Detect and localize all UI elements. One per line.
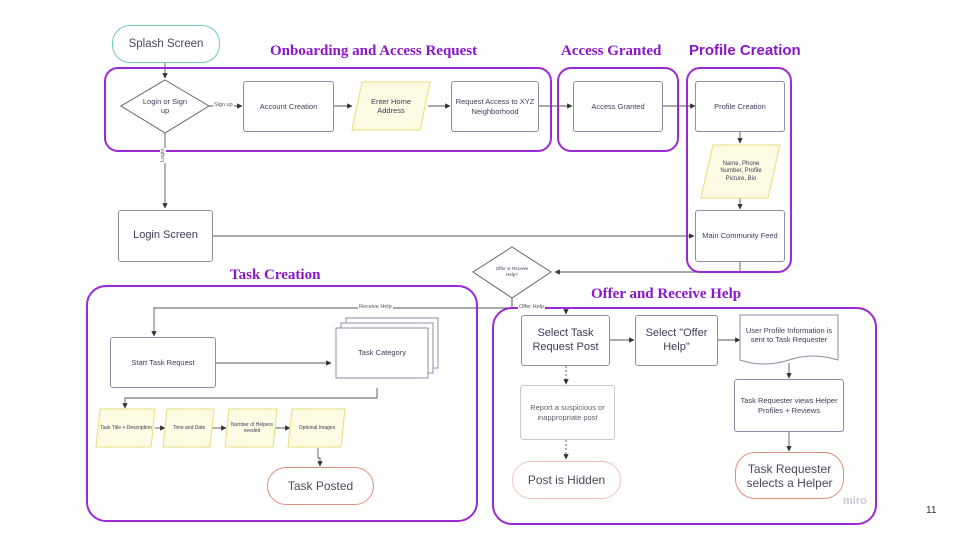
task-posted-node: Task Posted (267, 467, 374, 505)
edge-label-sign-up: Sign up (213, 102, 234, 108)
requester-views-node: Task Requester views Helper Profiles + R… (734, 379, 844, 432)
edge-label-login: Login (160, 147, 166, 163)
section-title-profile-creation: Profile Creation (689, 42, 801, 59)
report-post-node: Report a suspicious or inappropriate pos… (520, 385, 615, 440)
task-title-label: Task Title + Description (100, 424, 152, 431)
account-creation-node: Account Creation (243, 81, 334, 132)
profile-fields-shape (700, 144, 781, 199)
group-profile-creation (686, 67, 792, 273)
time-date-label: Time and Date (172, 424, 206, 431)
edge-label-receive-help: Receive Help (358, 304, 393, 310)
user-profile-info-shape (739, 314, 839, 365)
section-title-task-creation: Task Creation (230, 267, 321, 283)
page-number: 11 (926, 505, 937, 516)
edge-label-offer-help: Offer Help (518, 304, 545, 310)
optional-images-shape (287, 408, 346, 448)
select-offer-help-node: Select "Offer Help" (635, 315, 718, 366)
offer-receive-label: Offer or Receive Help? (495, 266, 529, 277)
post-hidden-node: Post is Hidden (512, 461, 621, 499)
group-offer-receive (492, 307, 877, 525)
task-title-shape (95, 408, 156, 448)
login-signup-diamond (120, 79, 210, 134)
splash-screen-node: Splash Screen (112, 25, 220, 63)
login-signup-label: Login or Sign up (142, 96, 188, 115)
request-access-node: Request Access to XYZ Neighborhood (451, 81, 539, 132)
time-date-shape (162, 408, 215, 448)
profile-creation-node: Profile Creation (695, 81, 785, 132)
access-granted-node: Access Granted (573, 81, 663, 132)
optional-images-label: Optional Images (298, 424, 336, 431)
miro-watermark: miro (843, 495, 867, 507)
group-onboarding (104, 67, 552, 152)
main-feed-node: Main Community Feed (695, 210, 785, 262)
task-category-label: Task Category (358, 348, 406, 358)
enter-address-label: Enter Home Address (370, 96, 412, 115)
requester-selects-node: Task Requester selects a Helper (735, 452, 844, 499)
start-task-request-node: Start Task Request (110, 337, 216, 388)
section-title-offer-receive: Offer and Receive Help (591, 286, 742, 302)
helpers-needed-label: Number of Helpers needed (231, 421, 273, 434)
enter-address-shape (351, 81, 431, 131)
group-access-granted (557, 67, 679, 152)
offer-receive-diamond (472, 246, 552, 299)
helpers-needed-shape (224, 408, 278, 448)
group-task-creation (86, 285, 478, 522)
section-title-access-granted: Access Granted (561, 43, 662, 59)
profile-fields-label: Name, Phone Number, Profile Picture, Bio (720, 160, 762, 182)
login-screen-node: Login Screen (118, 210, 213, 262)
select-task-request-node: Select Task Request Post (521, 315, 610, 366)
section-title-onboarding: Onboarding and Access Request (270, 43, 478, 59)
user-profile-info-label: User Profile Information is sent to Task… (745, 325, 833, 344)
